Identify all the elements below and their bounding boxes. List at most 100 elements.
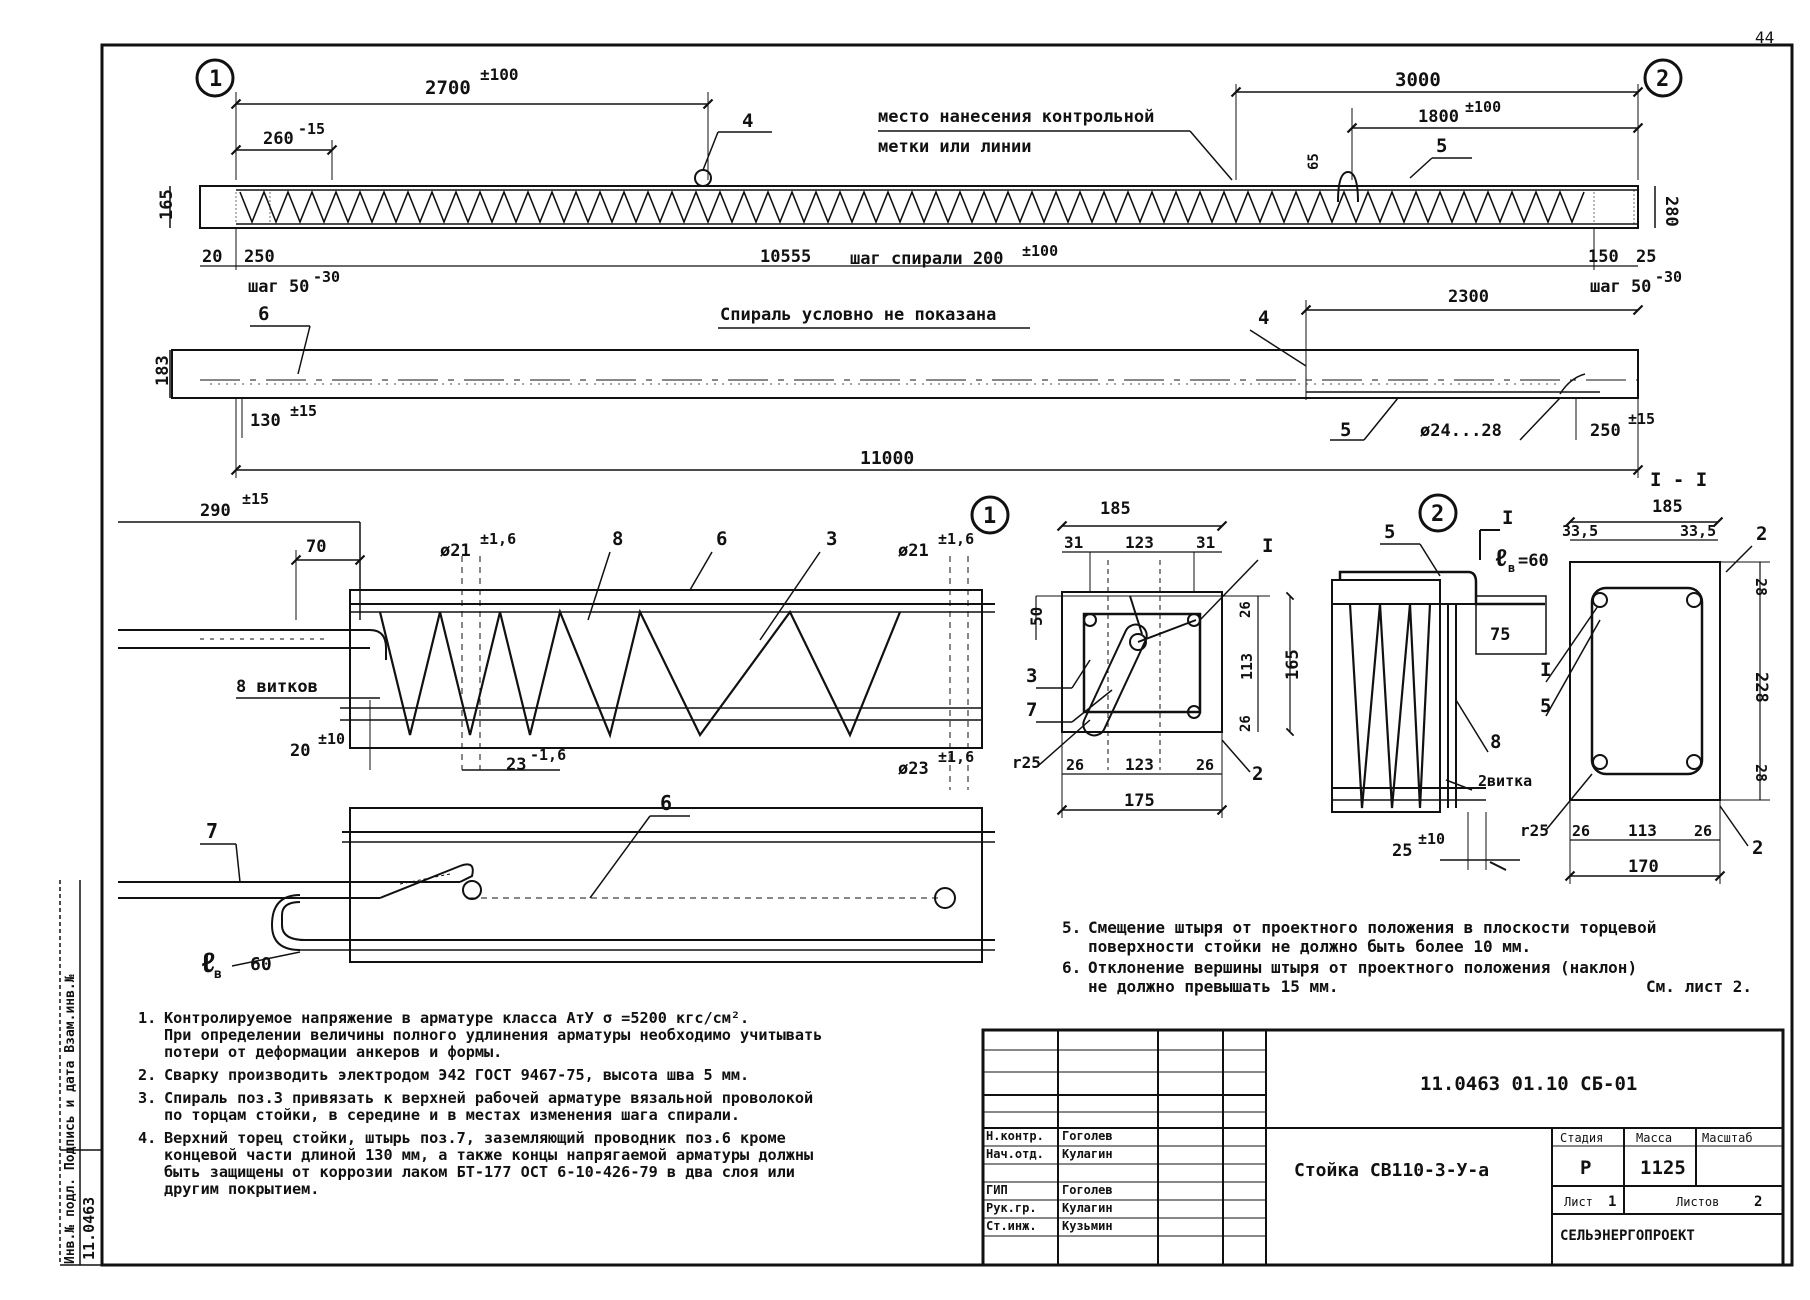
s2-dim-113: 113 [1628, 821, 1657, 840]
pitch-right: шаг 50 [1590, 277, 1651, 297]
note-2-num: 2. [138, 1066, 157, 1084]
doc-code: 11.0463 01.10 СБ-01 [1420, 1073, 1637, 1095]
db-pos-7: 7 [206, 819, 218, 843]
org-name: СЕЛЬЭНЕРГОПРОЕКТ [1560, 1228, 1695, 1244]
s1-dim-31l: 31 [1064, 533, 1083, 552]
s2-dim-228: 228 [1751, 672, 1771, 703]
mass-value: 1125 [1640, 1157, 1686, 1179]
side-view: Спираль условно не показана 6 4 2300 183… [153, 287, 1707, 491]
s1-dim-185: 185 [1100, 499, 1131, 519]
s2-dim-26r: 26 [1694, 822, 1712, 840]
s1-dim-123: 123 [1125, 533, 1154, 552]
callout-2-top-label: 2 [1656, 67, 1669, 92]
d2-body [1331, 579, 1441, 813]
tol-130: ±15 [290, 402, 317, 420]
sheet-frame [100, 43, 1794, 1267]
tb-role: Нач.отд. [986, 1147, 1044, 1161]
callout-1-top [195, 58, 235, 98]
dim-250-top: 250 [244, 247, 275, 267]
tol-2700: ±100 [480, 65, 519, 84]
tol-1800: ±100 [1465, 98, 1501, 116]
title-name: Стойка СВ110-3-У-а [1294, 1160, 1489, 1181]
section-1: 185 31 123 31 I 50 26 113 26 165 3 7 [1012, 499, 1303, 818]
stage-header: Стадия [1560, 1131, 1603, 1145]
top-pos-4: 4 [742, 110, 753, 132]
s1-r25: r25 [1012, 753, 1041, 772]
top-body [199, 185, 1639, 229]
title-block: 11.0463 01.10 СБ-01 Стойка СВ110-3-У-а С… [981, 1028, 1785, 1267]
tol-23b: ±1,6 [938, 748, 974, 766]
dim-2700: 2700 [425, 77, 471, 99]
sheet-header: Лист [1564, 1195, 1593, 1209]
note-3: 3. Спираль поз.3 привязать к верхней рабо… [138, 1090, 978, 1124]
s2-outline [1569, 561, 1721, 801]
callout-1-detail: 1 [983, 504, 996, 529]
note-2-l1: Сварку производить электродом Э42 ГОСТ 9… [164, 1066, 750, 1084]
d2-lb: ℓ [1494, 544, 1508, 572]
tol-290: ±15 [242, 490, 269, 508]
s1-dim-175: 175 [1124, 791, 1155, 811]
top-height-right: 280 [1661, 196, 1681, 227]
s1-dim-26d: 26 [1196, 756, 1214, 774]
s2-pos-2b: 2 [1752, 837, 1763, 859]
dim-2300: 2300 [1448, 287, 1489, 307]
callout-1-top-label: 1 [209, 67, 222, 92]
s2-r25: r25 [1520, 821, 1549, 840]
dim-250-side: 250 [1590, 421, 1621, 441]
d2-pos-5: 5 [1384, 521, 1395, 543]
db-lb-val: 60 [250, 954, 272, 975]
mass-header: Масса [1636, 1131, 1672, 1145]
db-lb-sub: в [214, 967, 222, 982]
dia-range: ø24...28 [1420, 421, 1502, 441]
s1-dim-26c: 26 [1066, 756, 1084, 774]
s2-dim-28b: 28 [1752, 764, 1770, 782]
s2-pos-I: I [1540, 659, 1551, 681]
tol-20-detail: ±10 [318, 730, 345, 748]
d2-turns: 2витка [1478, 772, 1532, 790]
note-3-num: 3. [138, 1089, 157, 1107]
side-stamp-text: Инв.№ подл. Подпись и дата Взам.инв.№ [63, 973, 78, 1264]
note-5-line2: поверхности стойки не должно быть более … [1088, 937, 1532, 956]
note-1-l2: При определении величины полного удлинен… [164, 1026, 823, 1044]
note-4-l1: Верхний торец стойки, штырь поз.7, зазем… [164, 1129, 786, 1147]
control-mark-label-2: метки или линии [878, 137, 1032, 157]
note-6-line2: не должно превышать 15 мм. [1088, 977, 1339, 996]
callout-2-top [1643, 58, 1683, 98]
side-stamp: Инв.№ подл. Подпись и дата Взам.инв.№ 11… [59, 880, 102, 1266]
dim-20-top: 20 [202, 247, 222, 267]
tb-role: Рук.гр. [986, 1201, 1037, 1215]
d2-pos-8: 8 [1490, 731, 1501, 753]
dim-65-small: 65 [1306, 153, 1322, 170]
section-label: I - I [1650, 469, 1707, 491]
detail-1-pos-6: 6 [716, 528, 727, 550]
s2-dim-33r: 33,5 [1680, 522, 1716, 540]
notes-left: 1.Контролируемое напряжение в арматуре к… [138, 1010, 978, 1198]
sheets-header: Листов [1676, 1195, 1719, 1209]
s1-pos-I: I [1262, 535, 1273, 557]
callout-2-detail: 2 [1431, 502, 1444, 527]
spiral-zigzag [239, 189, 1585, 225]
dim-3000: 3000 [1395, 69, 1441, 91]
s2-pos-5: 5 [1540, 695, 1551, 717]
d2-dim-25: 25 [1392, 841, 1412, 861]
scale-header: Масштаб [1702, 1131, 1753, 1145]
turns-8: 8 витков [236, 677, 318, 697]
s1-dim-123b: 123 [1125, 755, 1154, 774]
note-4-l3: быть защищены от коррозии лаком БТ-177 О… [164, 1163, 795, 1181]
detail-1: 1 290 ±15 70 ø21 ±1,6 8 6 3 ø21 [118, 490, 1010, 790]
s1-dim-26a: 26 [1238, 601, 1254, 618]
tol-260: -15 [298, 120, 325, 138]
s2-dim-170: 170 [1628, 857, 1659, 877]
note-6: 6.Отклонение вершины штыря от проектного… [1062, 958, 1782, 996]
s1-dim-165: 165 [1283, 649, 1303, 680]
note-1-l3: потери от деформации анкеров и формы. [164, 1043, 503, 1061]
note-4: 4.Верхний торец стойки, штырь поз.7, заз… [138, 1130, 978, 1198]
s1-outline [1061, 591, 1223, 733]
s1-pos-2: 2 [1252, 763, 1263, 785]
pitch-left-tol: -30 [313, 268, 340, 286]
note-3-l1: Спираль поз.3 привязать к верхней рабоче… [164, 1089, 814, 1107]
side-stamp-code: 11.0463 [80, 1197, 98, 1260]
s2-pos-2a: 2 [1756, 523, 1767, 545]
detail-1-pos-3: 3 [826, 528, 837, 550]
